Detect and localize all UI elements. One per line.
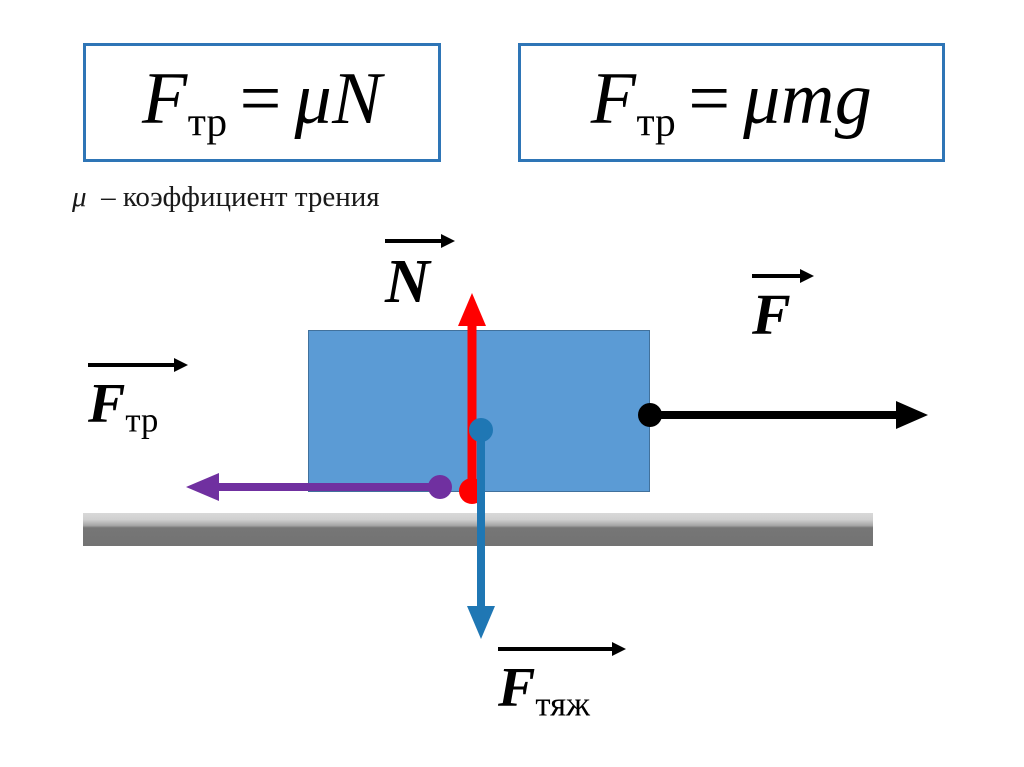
friction-force-label: Fтр xyxy=(88,358,189,440)
formula-text-friction-weight: Fтр=μmg xyxy=(591,62,873,143)
caption-text: коэффициент трения xyxy=(122,181,380,213)
applied-force-vector xyxy=(638,401,928,429)
normal-force-arrowhead xyxy=(458,293,486,326)
formula-box-friction-normal: Fтр=μN xyxy=(83,43,441,162)
applied-force-arrowhead xyxy=(896,401,928,429)
caption-dash: – xyxy=(101,181,116,213)
formula-symbol: F xyxy=(590,58,637,141)
gravity-force-label: Fтяж xyxy=(498,642,627,724)
formula-symbol: F xyxy=(142,58,188,141)
formula-subscript: тр xyxy=(187,98,228,145)
applied-force-label-text: F xyxy=(752,282,791,347)
gravity-force-label-text: Fтяж xyxy=(498,657,591,724)
coefficient-caption: μ – коэффициент трения xyxy=(72,181,380,214)
formula-right-side: μmg xyxy=(743,58,873,141)
block-body xyxy=(308,330,650,492)
caption-symbol: μ xyxy=(72,181,87,213)
normal-force-label: N xyxy=(385,234,455,316)
floor-surface xyxy=(83,513,873,546)
friction-force-label-text: Fтр xyxy=(88,373,159,440)
formula-text-friction-normal: Fтр=μN xyxy=(142,62,382,143)
formula-equals: = xyxy=(688,58,731,141)
formula-box-friction-weight: Fтр =μmg xyxy=(518,43,945,162)
gravity-force-arrowhead xyxy=(467,606,495,639)
formula-equals: = xyxy=(239,58,282,141)
applied-force-label: F xyxy=(752,269,814,347)
normal-force-label-text: N xyxy=(385,248,430,316)
formula-subscript: тр xyxy=(636,98,676,145)
friction-force-arrowhead xyxy=(186,473,219,501)
formula-right-side: μN xyxy=(294,58,382,141)
